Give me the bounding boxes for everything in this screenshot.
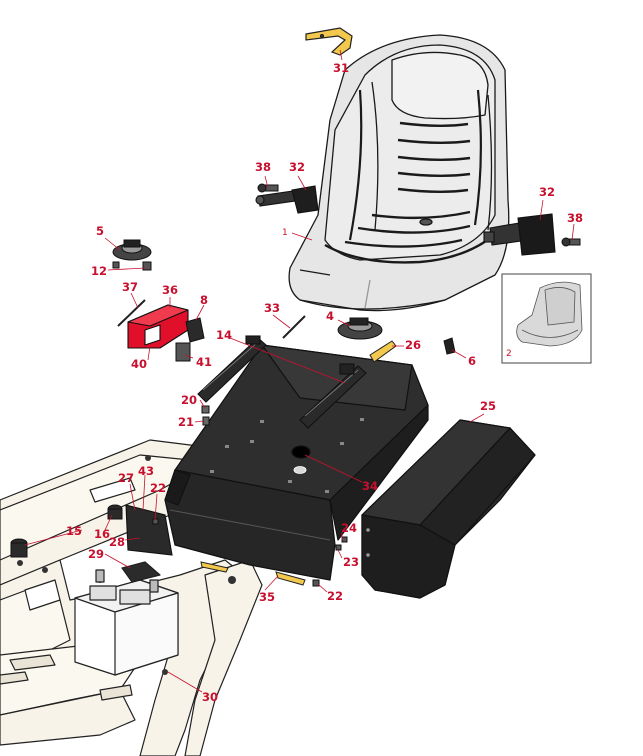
callout-32: 32: [289, 160, 305, 174]
bumper-16: [107, 504, 123, 520]
callout-6: 6: [468, 354, 476, 368]
bumper-15: [10, 538, 28, 558]
strap-31: [305, 27, 353, 56]
callout-15: 15: [66, 524, 82, 538]
seat-slide-rail-right: [299, 363, 367, 429]
callout-4: 4: [326, 309, 334, 323]
callout-38: 38: [567, 211, 583, 225]
rod-37: [117, 299, 146, 327]
inset-label: 2: [506, 349, 512, 359]
switch-8: [185, 317, 205, 343]
bracket-27: [125, 504, 173, 556]
callout-26: 26: [405, 338, 421, 352]
callout-12: 12: [91, 264, 107, 278]
rod-33: [282, 315, 306, 339]
inset-seat-cover: 2: [501, 273, 592, 364]
strap-26: [369, 340, 397, 363]
armrest-left: [255, 185, 319, 214]
callout-34: 34: [362, 479, 378, 493]
callout-30: 30: [202, 690, 218, 704]
bolt-12: [112, 261, 152, 271]
callout-27: 27: [118, 471, 134, 485]
callout-33: 33: [264, 301, 280, 315]
fasteners-22-23-24: [152, 518, 348, 587]
seat-slide-rail-left: [197, 335, 267, 403]
callout-29: 29: [88, 547, 104, 561]
callout-1: 1: [282, 228, 288, 238]
seat-switch-5: [112, 239, 152, 261]
callout-40: 40: [131, 357, 147, 371]
seat-cushion: [288, 34, 510, 312]
callout-5: 5: [96, 224, 104, 238]
side-panel: [361, 419, 536, 599]
seat-pan: [164, 344, 429, 581]
bracket-red: [127, 304, 189, 349]
leader-lines: [24, 49, 575, 693]
callout-23: 23: [343, 555, 359, 569]
callout-labels: 31 38 32 1 32 38 5 12 37 36 8 33 4 14 26…: [66, 61, 583, 704]
battery: [74, 561, 179, 676]
seat-switch-4: [337, 317, 383, 340]
callout-8: 8: [200, 293, 208, 307]
armrest-right: [483, 213, 556, 256]
callout-20: 20: [181, 393, 197, 407]
callout-43: 43: [138, 464, 154, 478]
callout-14: 14: [216, 328, 232, 342]
nut-21: [202, 416, 210, 426]
callout-28: 28: [109, 535, 125, 549]
callout-35: 35: [259, 590, 275, 604]
callout-22: 22: [150, 481, 166, 495]
callout-31: 31: [333, 61, 349, 75]
callout-36: 36: [162, 283, 178, 297]
callout-37: 37: [122, 280, 138, 294]
callout-32: 32: [539, 185, 555, 199]
bolt-38-right: [561, 237, 581, 247]
latch-35: [200, 561, 306, 586]
callout-25: 25: [480, 399, 496, 413]
callout-38: 38: [255, 160, 271, 174]
callout-21: 21: [178, 415, 194, 429]
callout-16: 16: [94, 527, 110, 541]
bolt-20: [201, 405, 210, 414]
clip-6: [443, 337, 456, 355]
callout-24: 24: [341, 521, 357, 535]
callout-22: 22: [327, 589, 343, 603]
bolt-38-left: [257, 183, 279, 193]
callout-41: 41: [196, 355, 212, 369]
switch-41: [175, 342, 191, 362]
